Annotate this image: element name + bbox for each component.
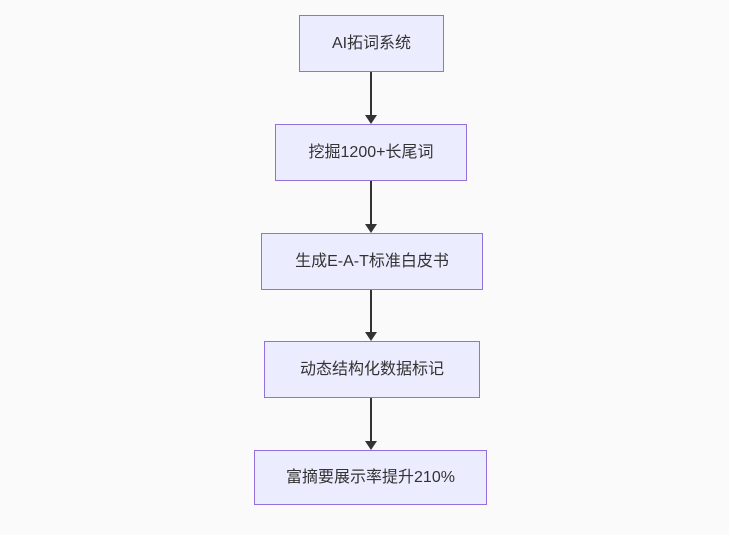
flow-node-label: AI拓词系统: [331, 34, 412, 52]
arrow-line: [370, 398, 372, 441]
flow-arrow-4: [364, 398, 378, 450]
flow-arrow-1: [364, 72, 378, 124]
arrow-down-icon: [365, 332, 377, 341]
arrow-line: [370, 72, 372, 115]
flow-node-eat-whitepaper: 生成E-A-T标准白皮书: [261, 233, 483, 290]
flow-node-label: 挖掘1200+长尾词: [308, 143, 434, 161]
arrow-down-icon: [365, 115, 377, 124]
flow-arrow-3: [364, 290, 378, 341]
flow-node-ai-word-system: AI拓词系统: [299, 15, 444, 72]
arrow-down-icon: [365, 441, 377, 450]
arrow-line: [370, 290, 372, 332]
flow-node-rich-snippet-result: 富摘要展示率提升210%: [254, 450, 487, 505]
arrow-down-icon: [365, 224, 377, 233]
flow-node-longtail-mining: 挖掘1200+长尾词: [275, 124, 467, 181]
flow-node-label: 动态结构化数据标记: [299, 360, 444, 378]
flow-node-label: 富摘要展示率提升210%: [286, 468, 455, 486]
arrow-line: [370, 181, 372, 224]
flow-node-label: 生成E-A-T标准白皮书: [295, 252, 449, 270]
flow-node-structured-data: 动态结构化数据标记: [264, 341, 480, 398]
flow-arrow-2: [364, 181, 378, 233]
